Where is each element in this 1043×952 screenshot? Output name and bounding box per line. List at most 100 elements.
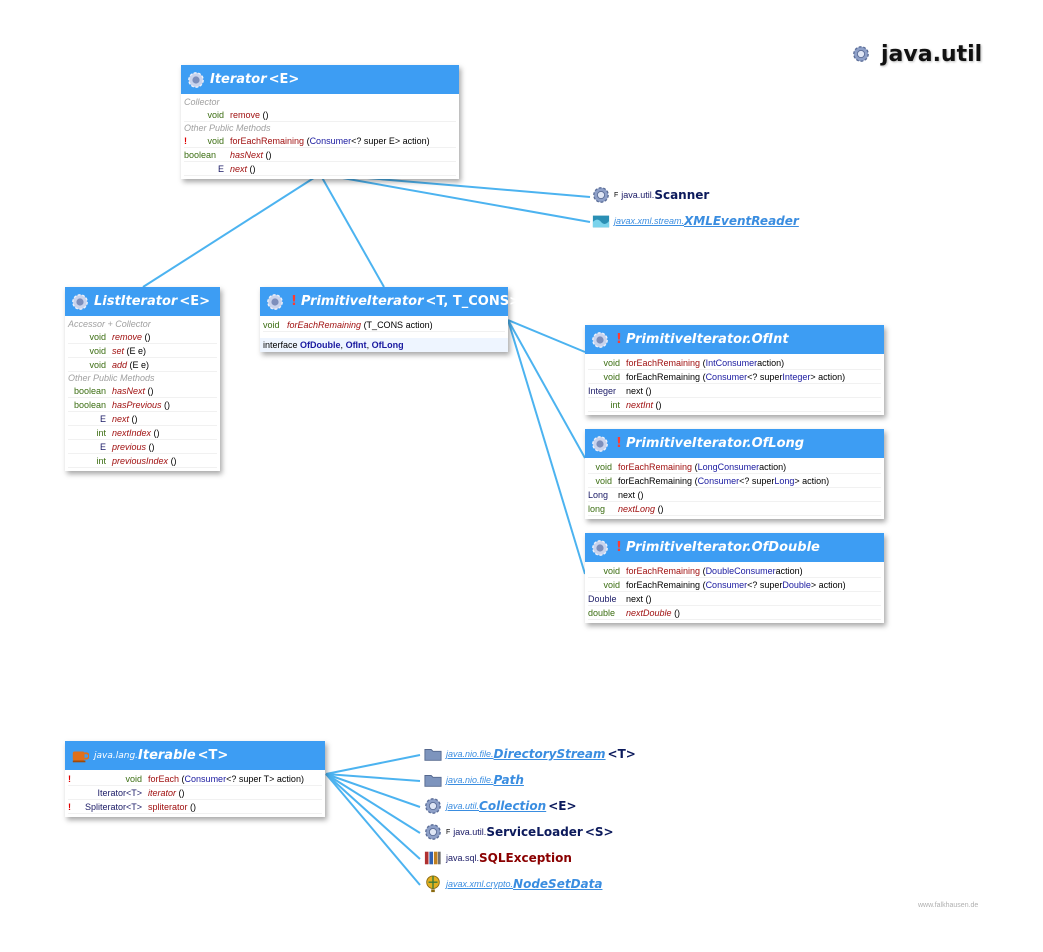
folder-icon <box>424 749 442 761</box>
method-name: nextIndex <box>112 427 152 438</box>
ofint-header[interactable]: ! PrimitiveIterator.OfInt <box>585 325 884 354</box>
listiterator-box[interactable]: ListIterator <E> Accessor + Collector vo… <box>65 287 220 471</box>
nested-interface-link[interactable]: OfDouble <box>300 340 341 350</box>
method-name: forEachRemaining <box>626 371 701 382</box>
path-link[interactable]: java.nio.file. Path <box>424 770 524 790</box>
type-params: <T> <box>607 747 636 761</box>
method-row[interactable]: void forEachRemaining (T_CONS action) <box>263 318 505 332</box>
ofdouble-name: PrimitiveIterator.OfDouble <box>625 540 820 555</box>
connector-iterable-serviceloader <box>325 773 421 834</box>
section-label: Accessor + Collector <box>68 319 151 329</box>
method-name: previousIndex <box>112 455 169 466</box>
xmleventreader-link[interactable]: javax.xml.stream. XMLEventReader <box>592 211 799 231</box>
method-name: nextDouble <box>626 607 672 618</box>
primitiveiterator-box[interactable]: ! PrimitiveIterator <T, T_CONS> void for… <box>260 287 520 352</box>
iterable-header[interactable]: java.lang. Iterable <T> <box>65 741 325 770</box>
method-name: remove <box>230 109 261 120</box>
final-marker: F <box>446 828 451 836</box>
scanner-link[interactable]: F java.util. Scanner <box>592 185 709 205</box>
warning-mark: ! <box>616 332 622 347</box>
gear-icon <box>425 824 441 840</box>
method-name: hasNext <box>112 385 146 396</box>
method-name: spliterator <box>148 801 188 812</box>
type-params: <S> <box>584 825 614 839</box>
method-name: remove <box>112 331 143 342</box>
primitiveiterator-name: PrimitiveIterator <box>300 294 424 309</box>
folder-icon <box>424 775 442 787</box>
method-row[interactable]: ! void forEachRemaining (Consumer<? supe… <box>184 134 456 148</box>
section-label: Other Public Methods <box>68 373 155 383</box>
iterator-type-params: <E> <box>268 72 300 87</box>
oflong-header[interactable]: ! PrimitiveIterator.OfLong <box>585 429 884 458</box>
method-row[interactable]: Iterator<T>iterator () <box>68 786 322 800</box>
ofint-name: PrimitiveIterator.OfInt <box>625 332 789 347</box>
page-title-text: java.util <box>881 41 983 67</box>
connector-iterator-primitiveiterator <box>319 173 385 288</box>
listiterator-name: ListIterator <box>94 294 178 309</box>
warning-mark: ! <box>616 540 622 555</box>
class-name: Scanner <box>654 188 710 202</box>
connector-iterable-path <box>325 773 421 782</box>
nested-interface-link[interactable]: OfInt <box>345 340 367 350</box>
class-name: NodeSetData <box>513 877 603 891</box>
primitiveiterator-header[interactable]: ! PrimitiveIterator <T, T_CONS> <box>260 287 520 316</box>
method-row[interactable]: !Spliterator<T>spliterator () <box>68 800 322 814</box>
listiterator-header[interactable]: ListIterator <E> <box>65 287 220 316</box>
connector-iterable-sqlexception <box>325 773 421 860</box>
iterator-box[interactable]: Iterator <E> Collector void remove () Ot… <box>181 65 459 179</box>
gear-icon <box>72 293 88 310</box>
gear-icon <box>592 331 608 348</box>
serviceloader-link[interactable]: F java.util. ServiceLoader <S> <box>424 822 614 842</box>
stream-icon <box>592 215 610 228</box>
final-marker: F <box>614 191 619 199</box>
warning-mark: ! <box>291 294 297 309</box>
gear-icon <box>592 539 608 556</box>
connector-iterable-collection <box>325 773 421 808</box>
method-name: forEachRemaining <box>618 461 693 472</box>
iterator-header[interactable]: Iterator <E> <box>181 65 459 94</box>
collection-link[interactable]: java.util. Collection <E> <box>424 796 577 816</box>
coffee-cup-icon <box>72 751 89 762</box>
footer-credit: www.falkhausen.de <box>918 902 979 909</box>
class-name: DirectoryStream <box>493 747 606 761</box>
nodesetdata-link[interactable]: javax.xml.crypto. NodeSetData <box>424 874 602 894</box>
ofdouble-header[interactable]: ! PrimitiveIterator.OfDouble <box>585 533 884 562</box>
nested-interfaces-row: interface OfDouble, OfInt, OfLong <box>260 338 508 352</box>
method-row[interactable]: void remove () <box>184 108 456 122</box>
nested-interface-link[interactable]: OfLong <box>371 340 404 350</box>
package-label: java.sql. <box>446 853 480 863</box>
oflong-name: PrimitiveIterator.OfLong <box>625 436 805 451</box>
directorystream-link[interactable]: java.nio.file. DirectoryStream <T> <box>424 744 636 764</box>
method-row[interactable]: boolean hasNext () <box>184 148 456 162</box>
method-row[interactable]: E next () <box>184 162 456 176</box>
sqlexception-link[interactable]: java.sql. SQLException <box>424 848 572 868</box>
connector-primitive-ofint <box>507 319 586 353</box>
